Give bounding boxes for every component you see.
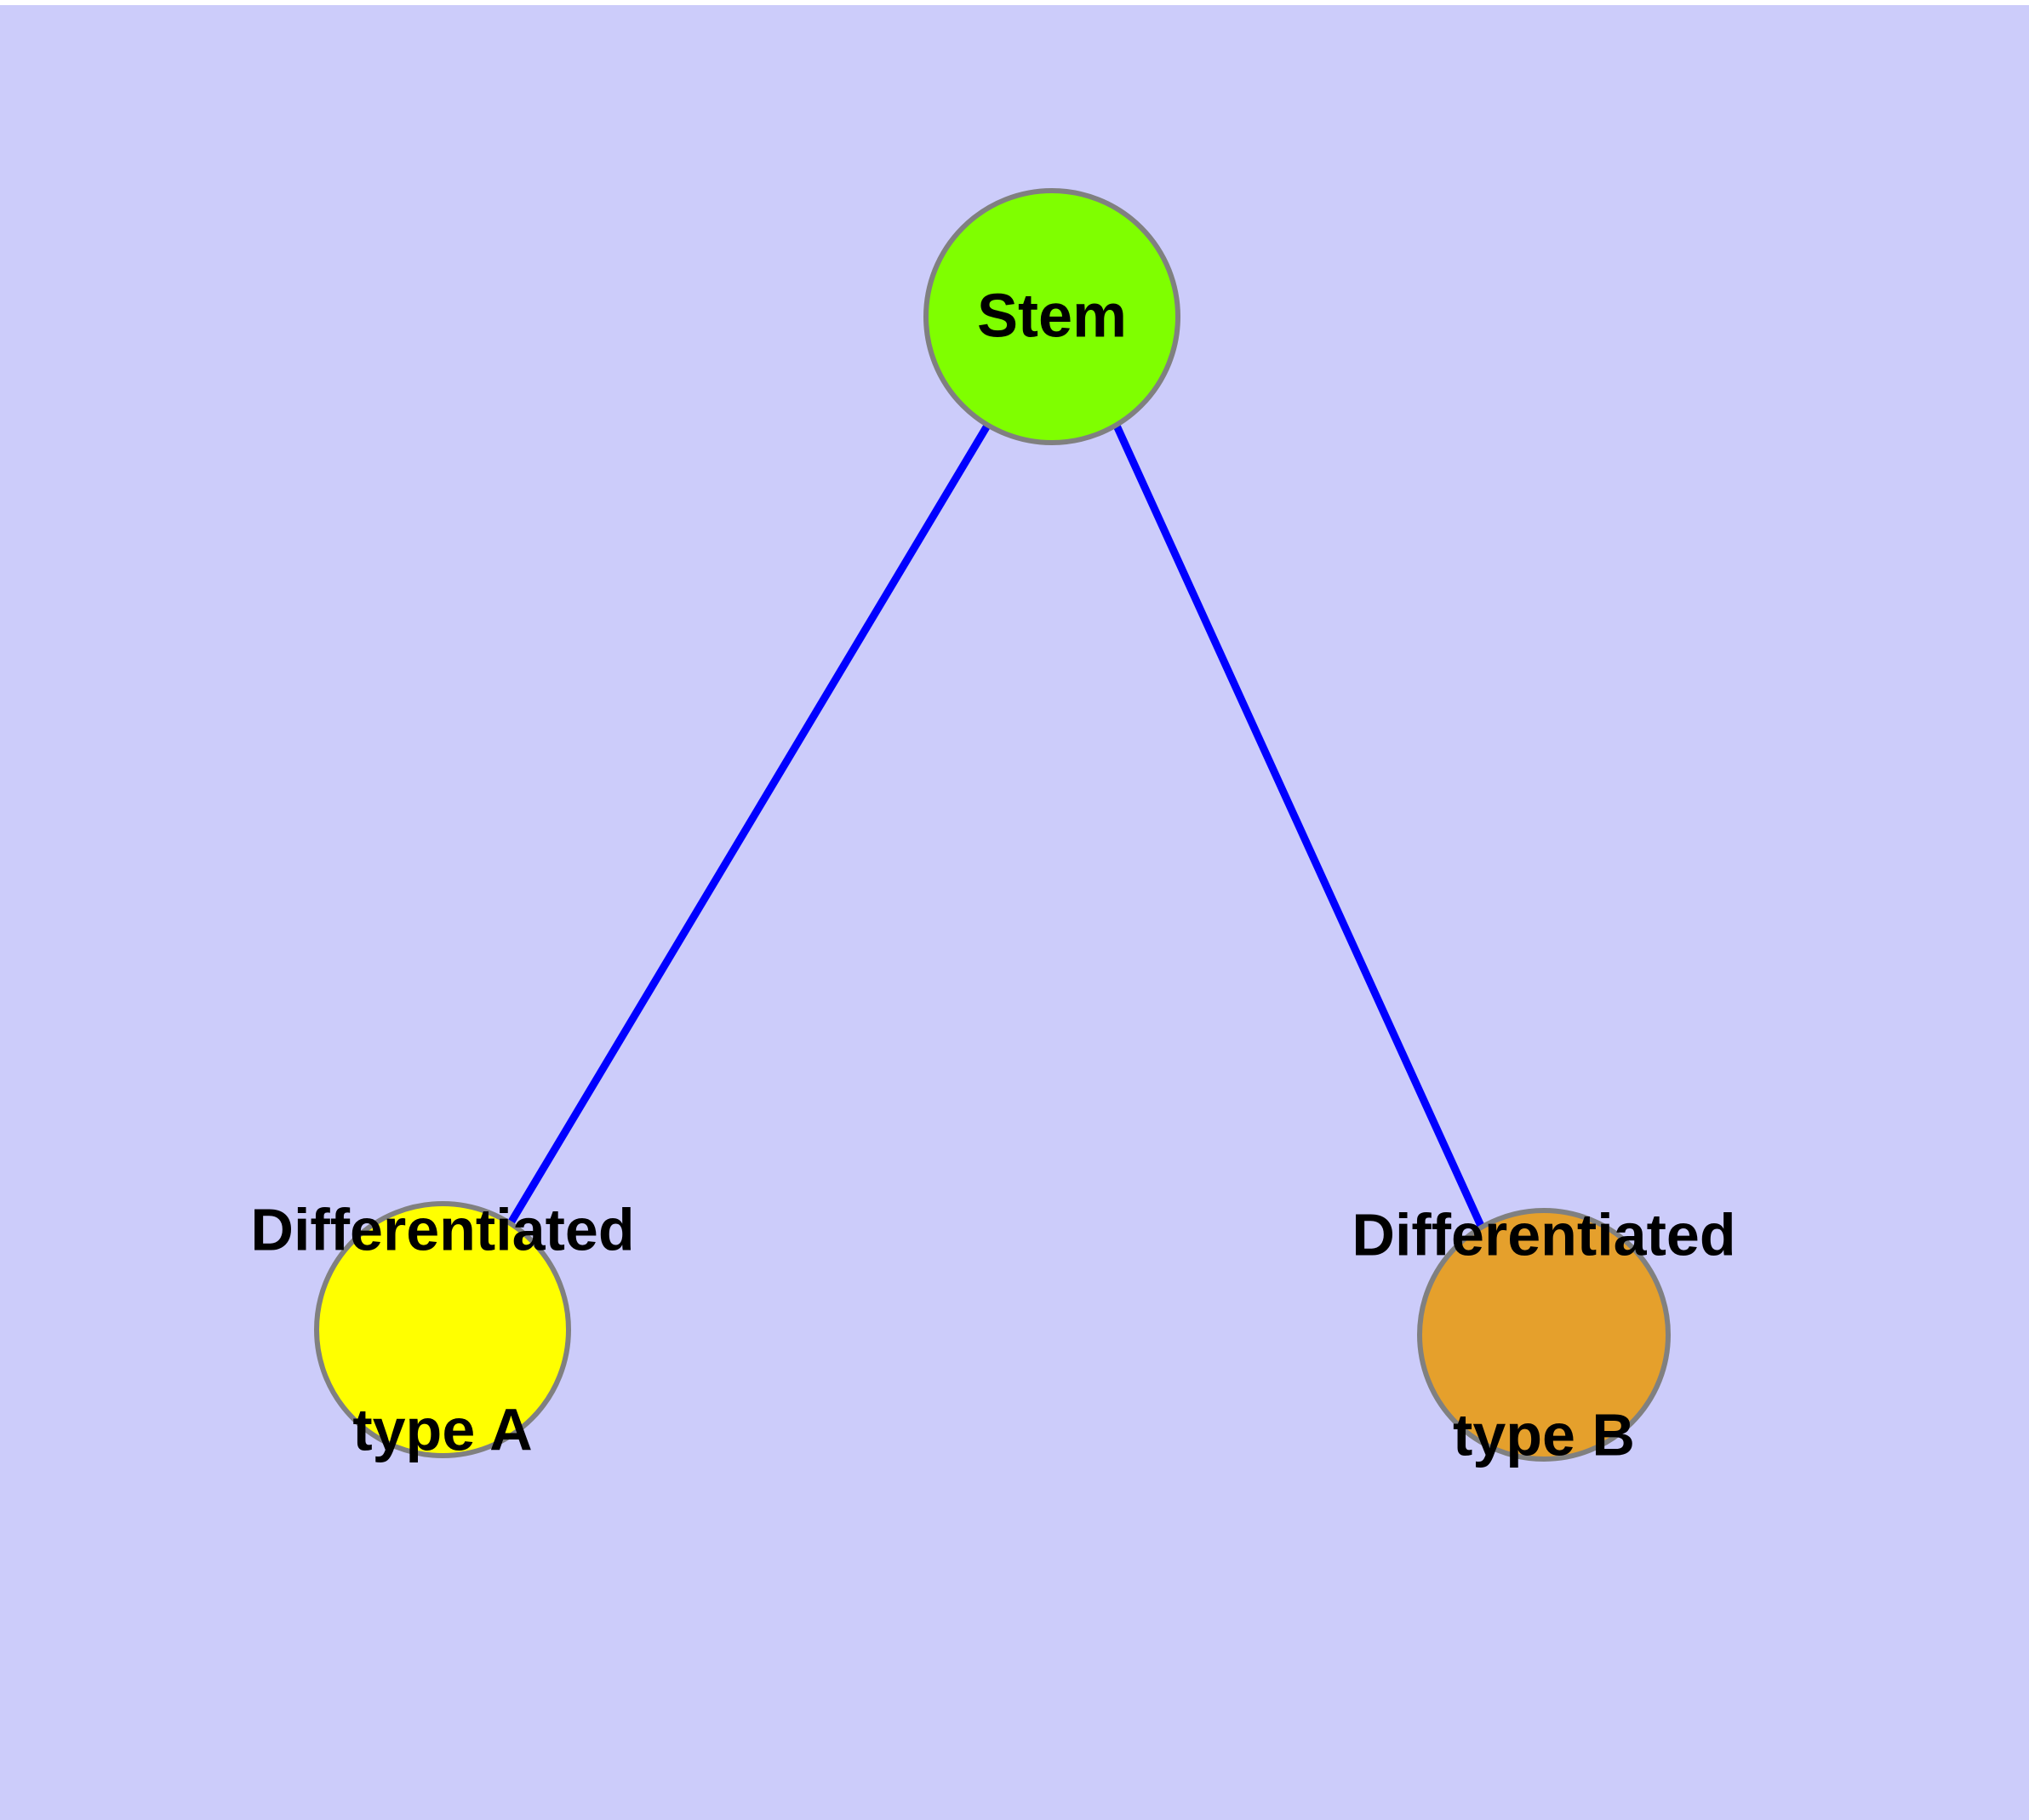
node-differentiated-type-b[interactable] xyxy=(1417,1208,1671,1462)
edge-stem-to-differentiated-type-a xyxy=(506,423,991,1228)
edge-stem-to-differentiated-type-b xyxy=(1112,424,1485,1228)
node-differentiated-type-a[interactable] xyxy=(314,1201,571,1458)
node-stem[interactable] xyxy=(923,188,1180,445)
edges-layer xyxy=(506,423,1485,1228)
nodes-layer xyxy=(314,188,1671,1462)
